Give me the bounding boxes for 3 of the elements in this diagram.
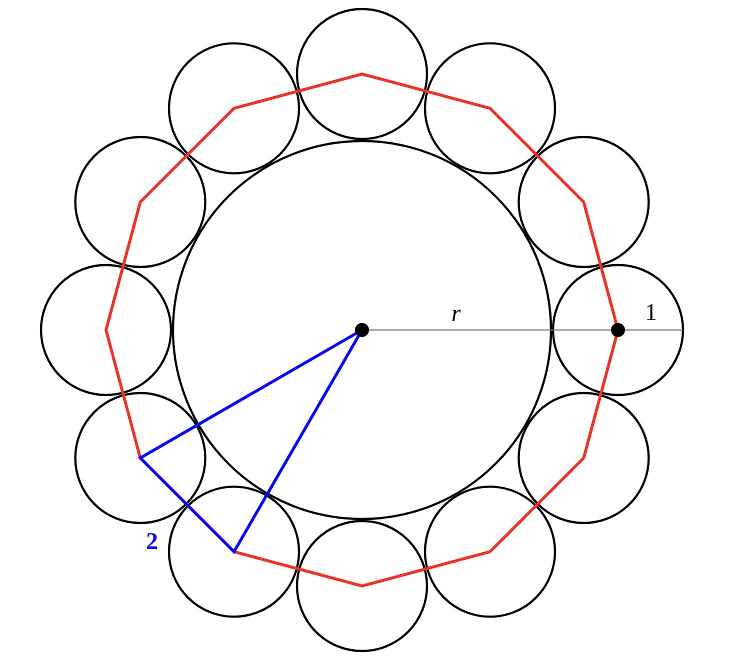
length-label: 2	[146, 530, 158, 554]
radius-label: r	[451, 302, 461, 326]
length-label: 1	[645, 301, 657, 325]
